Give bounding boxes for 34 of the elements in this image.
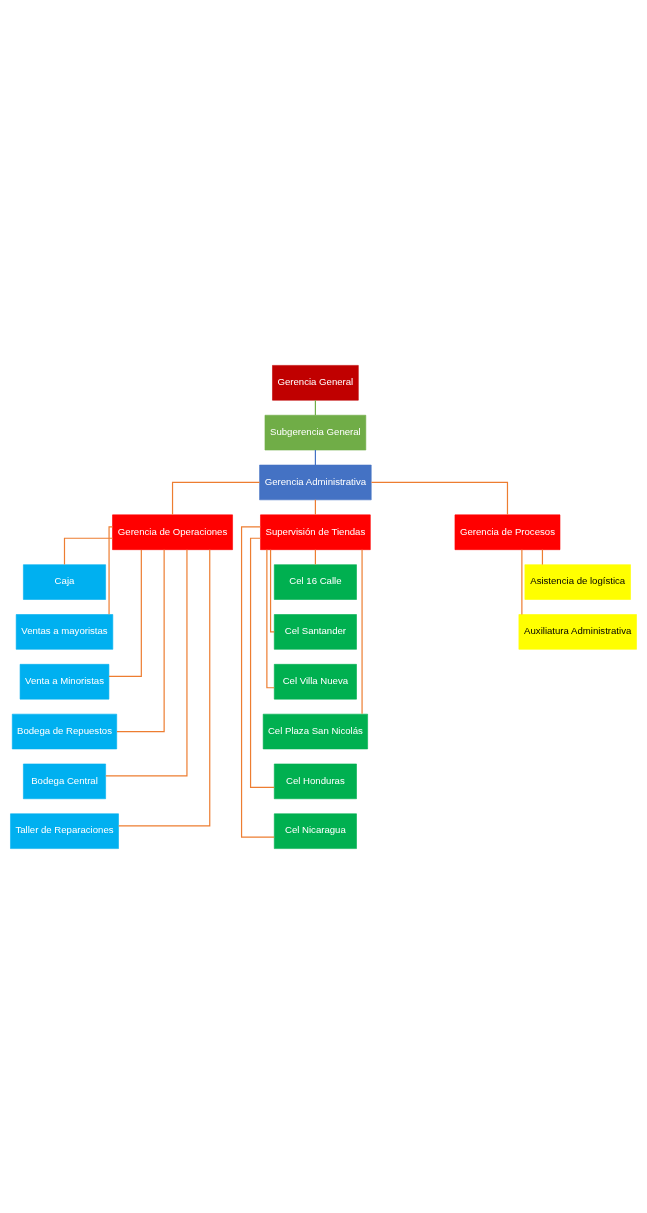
connector xyxy=(63,537,114,565)
connector xyxy=(240,525,275,838)
connector xyxy=(269,548,275,632)
node-box: Bodega de Repuestos xyxy=(11,713,117,749)
node-box: Cel Nicaragua xyxy=(273,813,357,849)
node-box: Subgerencia General xyxy=(264,414,367,450)
node-box: Cel Plaza San Nicolás xyxy=(262,713,368,749)
node-box: Cel Honduras xyxy=(273,763,357,799)
connector xyxy=(118,548,211,826)
node-box: Gerencia de Procesos xyxy=(454,514,561,550)
node-box: Ventas a mayoristas xyxy=(15,613,114,650)
node-box: Auxiliatura Administrativa xyxy=(518,613,637,650)
node-box: Supervisión de Tiendas xyxy=(260,514,371,550)
connector xyxy=(108,548,142,677)
node-box: Venta a Minoristas xyxy=(19,663,110,699)
node-box: Cel 16 Calle xyxy=(273,563,357,600)
connector xyxy=(105,548,188,777)
node-box: Bodega Central xyxy=(23,763,106,799)
node-box: Cel Villa Nueva xyxy=(273,663,357,699)
connector xyxy=(361,548,363,714)
connector xyxy=(249,537,275,788)
node-box: Gerencia de Operaciones xyxy=(112,514,233,550)
node-box: Gerencia Administrativa xyxy=(259,464,372,500)
connector xyxy=(370,481,509,515)
node-box: Cel Santander xyxy=(273,613,357,650)
connector xyxy=(116,548,165,732)
connector xyxy=(108,525,114,615)
connector xyxy=(171,481,261,515)
connector xyxy=(266,548,275,688)
connector xyxy=(521,548,523,615)
node-box: Gerencia General xyxy=(272,364,359,401)
node-box: Taller de Reparaciones xyxy=(10,813,119,849)
node-box: Caja xyxy=(23,563,106,600)
node-box: Asistencia de logística xyxy=(524,563,631,600)
